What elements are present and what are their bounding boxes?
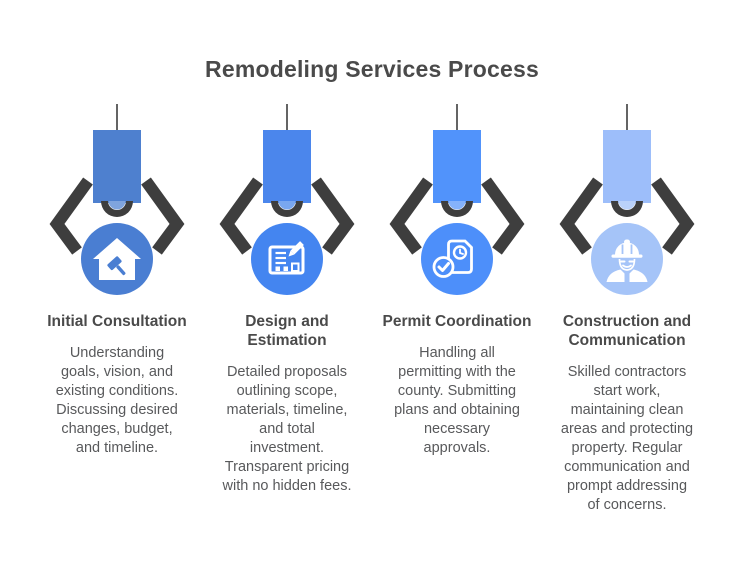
step-description: Skilled contractors start work, maintain…	[560, 364, 694, 513]
claw-ball	[108, 201, 126, 210]
step-description: Handling all permitting with the county.…	[394, 345, 520, 456]
claw-machine-graphic	[559, 104, 695, 295]
claw-right-arm	[141, 177, 185, 255]
step-badge-circle	[591, 223, 663, 295]
claw-hub	[101, 201, 133, 217]
step-construction-communication: Construction and Communication Skilled c…	[542, 100, 712, 515]
grabbed-block	[433, 130, 481, 203]
step-description: Understanding goals, vision, and existin…	[55, 345, 179, 456]
step-title: Permit Coordination	[382, 313, 532, 330]
grabbed-block	[93, 130, 141, 203]
step-title: Construction and Communication	[562, 313, 692, 349]
step-title: Initial Consultation	[47, 313, 187, 330]
step-title: Design and Estimation	[245, 313, 329, 349]
document-pencil-icon	[268, 241, 305, 275]
claw-left-arm	[559, 177, 603, 255]
claw-ball	[618, 201, 636, 210]
claw-machine-graphic	[389, 104, 525, 295]
grabbed-block	[603, 130, 651, 203]
page-title: Remodeling Services Process	[205, 56, 539, 82]
claw-hub	[271, 201, 303, 217]
construction-worker-icon	[606, 239, 648, 282]
permit-check-clock-icon	[432, 239, 473, 278]
claw-right-arm	[481, 177, 525, 255]
claw-left-arm	[219, 177, 263, 255]
claw-hub	[611, 201, 643, 217]
steps-row: Initial Consultation Understanding goals…	[0, 100, 744, 515]
header: Remodeling Services Process	[0, 0, 744, 84]
house-hammer-icon	[93, 238, 141, 280]
claw-right-arm	[311, 177, 355, 255]
claw-right-arm	[651, 177, 695, 255]
claw-machine-graphic	[219, 104, 355, 295]
step-permit-coordination: Permit Coordination Handling all permitt…	[372, 100, 542, 515]
claw-left-arm	[389, 177, 433, 255]
claw-machine-graphic	[49, 104, 185, 295]
step-initial-consultation: Initial Consultation Understanding goals…	[32, 100, 202, 515]
grabbed-block	[263, 130, 311, 203]
claw-ball	[448, 201, 466, 210]
claw-ball	[278, 201, 296, 210]
claw-left-arm	[49, 177, 93, 255]
step-description: Detailed proposals outlining scope, mate…	[222, 364, 352, 494]
step-badge-circle	[251, 223, 323, 295]
step-design-estimation: Design and Estimation Detailed proposals…	[202, 100, 372, 515]
claw-hub	[441, 201, 473, 217]
